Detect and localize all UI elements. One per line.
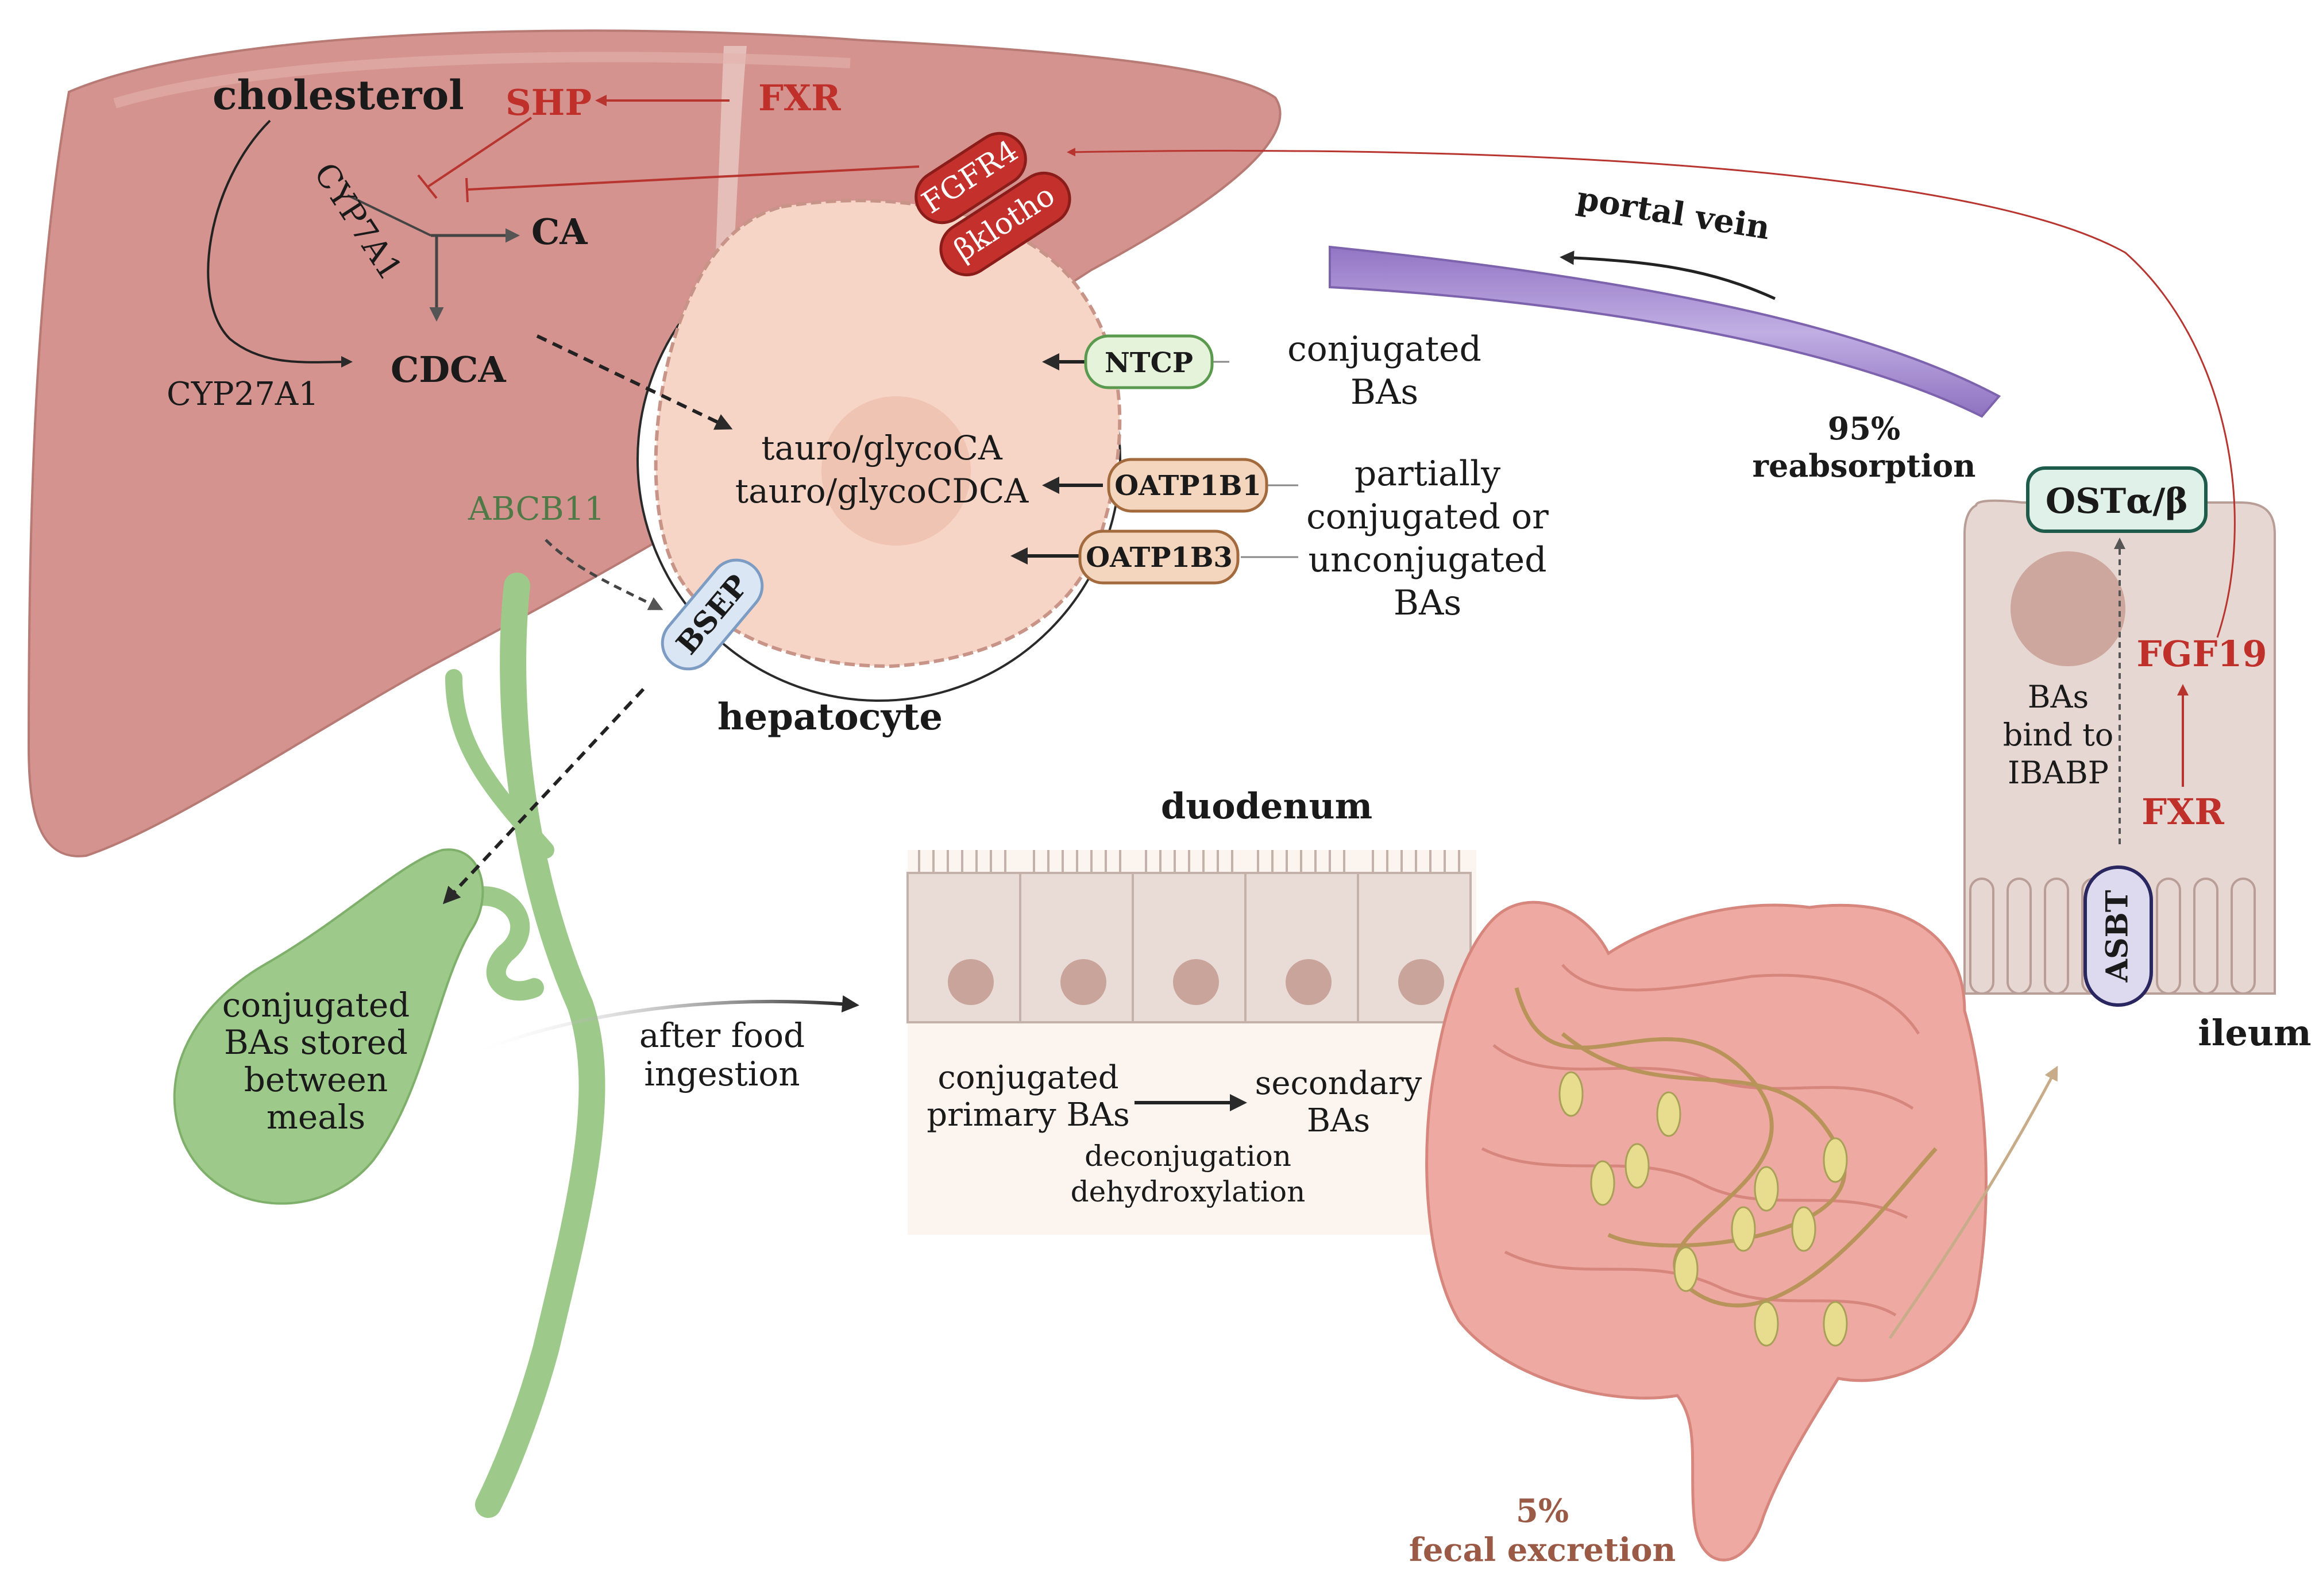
pathway-arrows: [207, 95, 2236, 1339]
dehydroxylation-label: dehydroxylation: [1071, 1175, 1306, 1208]
oatp1b1-transporter: OATP1B1: [1107, 458, 1268, 513]
ca-label: CA: [531, 211, 588, 253]
cholesterol-label: cholesterol: [213, 71, 464, 119]
primary-bas-line1: conjugated: [937, 1059, 1118, 1096]
secondary-bas-line2: BAs: [1307, 1102, 1370, 1139]
gallbladder-line3: between: [244, 1060, 388, 1099]
oatp1b1-label: OATP1B1: [1114, 470, 1261, 502]
primary-bas-line2: primary BAs: [927, 1096, 1130, 1134]
partial-bas-line1: partially: [1355, 454, 1500, 494]
ost-label: OSTα/β: [2046, 481, 2188, 521]
deconjugation-label: deconjugation: [1085, 1139, 1291, 1173]
ibabp-line2: bind to: [2003, 717, 2114, 753]
hepatocyte-cell: [636, 199, 1122, 702]
fxr-liver-label: FXR: [758, 77, 841, 119]
ileum-label: ileum: [2198, 1012, 2311, 1054]
gallbladder: [173, 573, 605, 1518]
abcb11-label: ABCB11: [468, 490, 605, 528]
after-food-line1: after food: [639, 1016, 805, 1055]
hepatocyte-product-1: tauro/glycoCA: [761, 428, 1003, 467]
intestine: [1425, 901, 1988, 1562]
ntcp-transporter: NTCP: [1084, 334, 1214, 389]
ibabp-line3: IBABP: [2008, 755, 2109, 791]
asbt-label: ASBT: [2100, 890, 2135, 983]
hepatocyte-product-2: tauro/glycoCDCA: [735, 472, 1029, 511]
cdca-label: CDCA: [391, 349, 506, 391]
ibabp-line1: BAs: [2028, 679, 2089, 715]
partial-bas-line2: conjugated or: [1306, 497, 1549, 537]
after-food-line2: ingestion: [644, 1054, 800, 1093]
duodenum-epithelium: [906, 850, 1476, 1235]
ost-transporter: OSTα/β: [2026, 466, 2208, 533]
conjugated-bas-line1: conjugated: [1287, 329, 1481, 369]
conjugated-bas-line2: BAs: [1351, 372, 1418, 412]
ntcp-label: NTCP: [1105, 347, 1193, 379]
cyp27a1-label: CYP27A1: [167, 376, 319, 413]
excretion-label: fecal excretion: [1409, 1531, 1676, 1569]
oatp1b3-transporter: OATP1B3: [1078, 530, 1240, 585]
excretion-pct: 5%: [1516, 1492, 1569, 1530]
gallbladder-line4: meals: [267, 1098, 365, 1137]
portal-vein-label: portal vein: [1574, 179, 1772, 247]
gallbladder-line2: BAs stored: [224, 1023, 408, 1062]
oatp1b3-label: OATP1B3: [1086, 542, 1233, 574]
shp-label: SHP: [506, 82, 592, 123]
hepatocyte-label: hepatocyte: [717, 695, 943, 739]
labels: cholesterol SHP FXR CYP7A1 CA CDCA CYP27…: [167, 71, 2312, 1569]
gallbladder-line1: conjugated: [222, 986, 410, 1025]
reabsorption-pct: 95%: [1828, 410, 1900, 447]
partial-bas-line4: BAs: [1394, 583, 1461, 623]
secondary-bas-line1: secondary: [1255, 1065, 1422, 1102]
asbt-transporter: ASBT: [2083, 865, 2153, 1007]
fxr-ileum-label: FXR: [2141, 791, 2224, 833]
fgf19-label: FGF19: [2136, 633, 2267, 675]
partial-bas-line3: unconjugated: [1308, 540, 1546, 580]
reabsorption-label: reabsorption: [1753, 447, 1976, 484]
portal-vein: [1329, 245, 2001, 418]
duodenum-label: duodenum: [1161, 785, 1372, 827]
